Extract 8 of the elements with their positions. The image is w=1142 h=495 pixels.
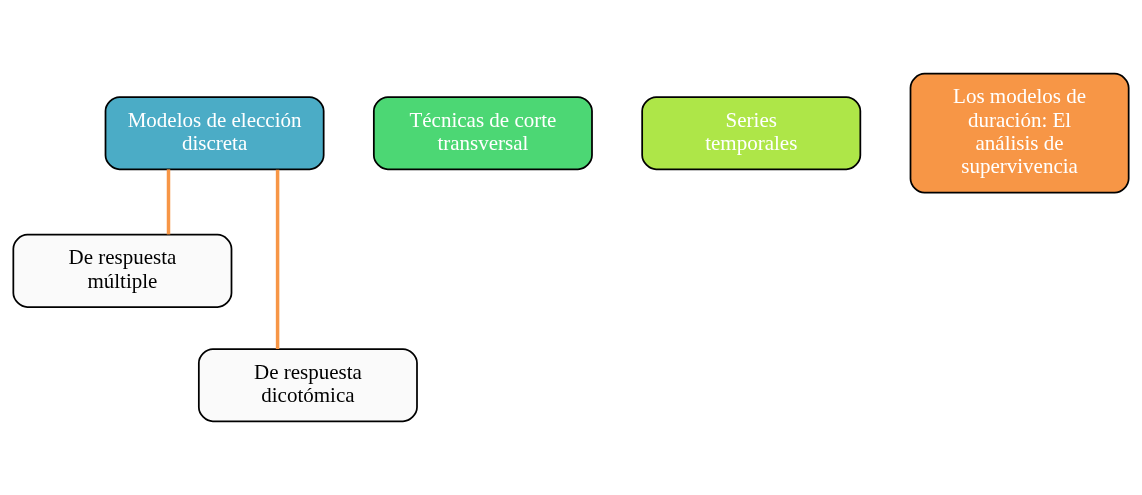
node-box: Modelos de elección discreta (104, 96, 325, 171)
node-box: De respuesta dicotómica (197, 348, 418, 423)
node-box: Series temporales (641, 96, 862, 171)
node-box: Técnicas de corte transversal (372, 96, 593, 171)
connector (275, 169, 280, 349)
connector (166, 169, 171, 235)
node-box: Los modelos de duración: El análisis de supervivencia (909, 72, 1130, 194)
node-box: De respuesta múltiple (12, 233, 233, 308)
